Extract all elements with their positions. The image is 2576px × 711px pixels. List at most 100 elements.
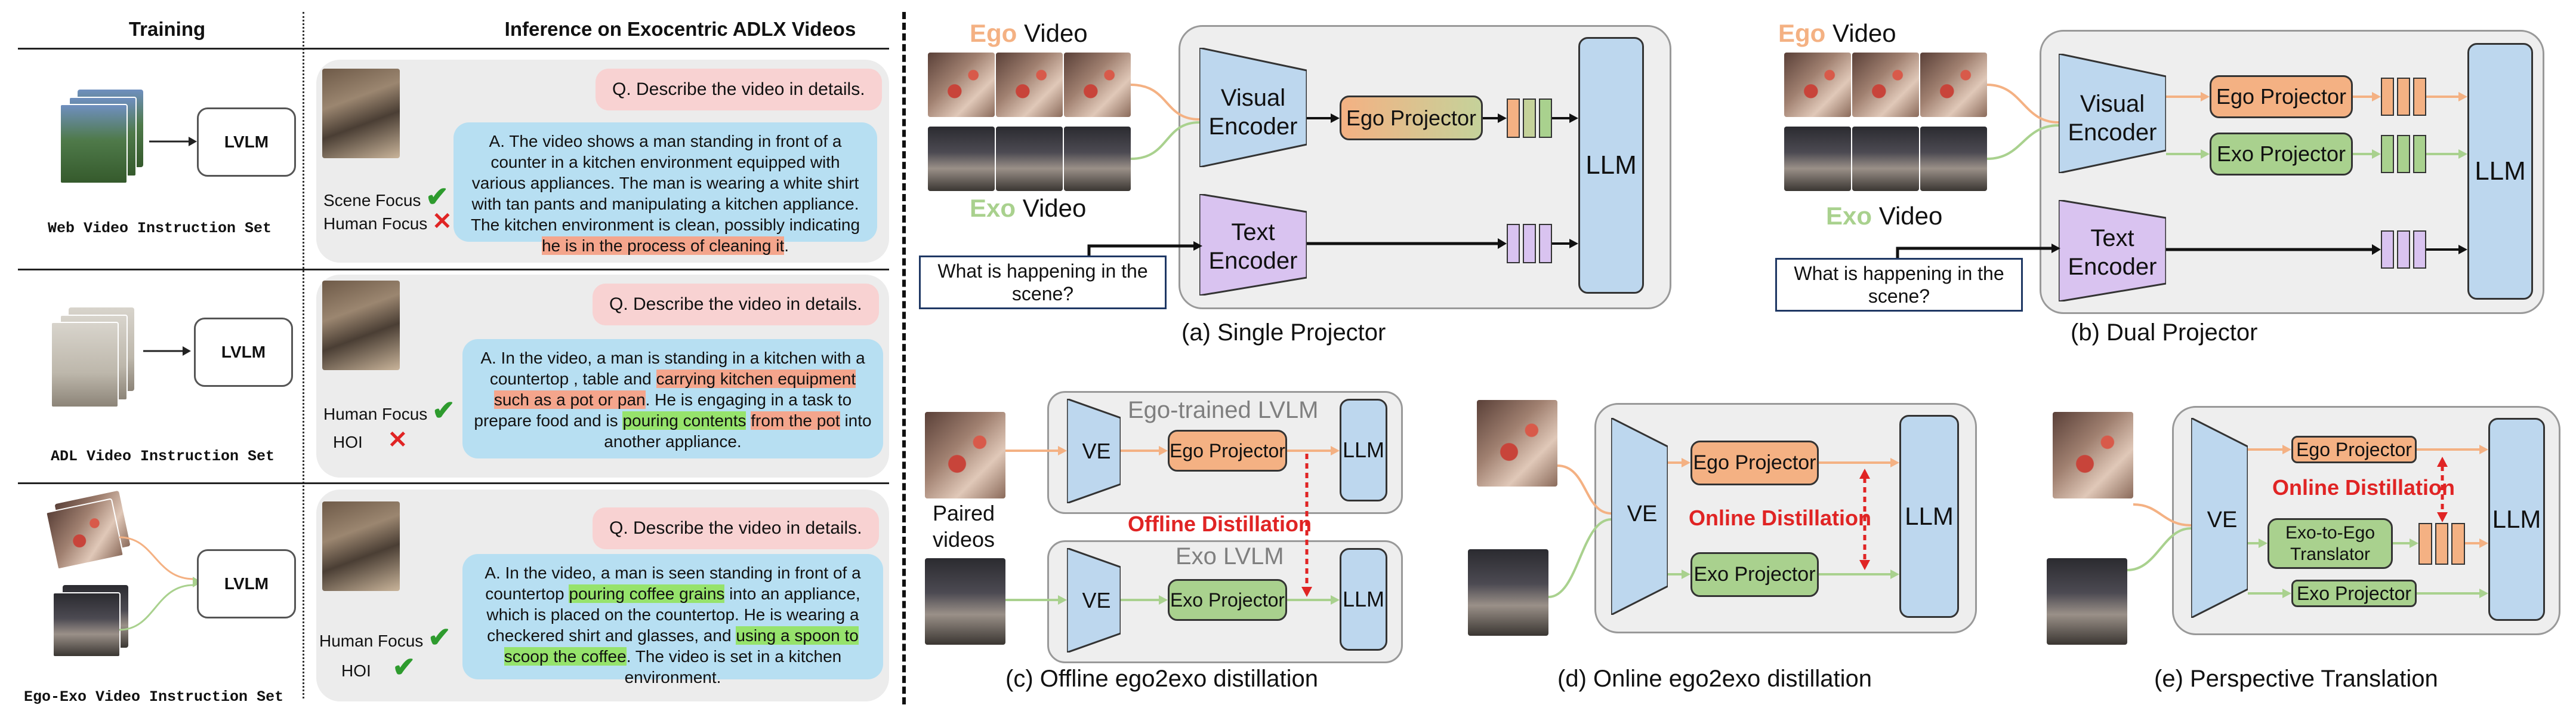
answer-segment: . He is engaging in a task to prepare fo… [474, 390, 852, 430]
answer-bubble-adl: A. In the video, a man is standing in a … [462, 339, 883, 458]
egoexo-set-label: Ego-Exo Video Instruction Set [24, 688, 284, 706]
llm-c-exo: LLM [1340, 548, 1387, 651]
answer-segment: . [784, 236, 789, 255]
ego-projector-d: Ego Projector [1690, 441, 1819, 485]
visual-encoder-b-label: Visual Encoder [2068, 91, 2157, 146]
video-word: Video [1016, 194, 1087, 222]
exo-projector-e: Exo Projector [2291, 580, 2417, 607]
focus-egoexo-2: HOI ✔ [341, 651, 415, 683]
caption-d: (d) Online ego2exo distillation [1557, 666, 1872, 692]
focus-egoexo-1: Human Focus ✔ [319, 621, 451, 653]
kitchen-frame-egoexo [322, 501, 400, 591]
llm-a: LLM [1578, 37, 1644, 294]
arrows-e [2127, 445, 2488, 598]
ve-c-ego [1067, 399, 1121, 503]
visual-encoder-b [2059, 54, 2166, 173]
video-word: Video [1825, 19, 1896, 47]
column-divider [303, 12, 304, 698]
check-icon: ✔ [425, 181, 449, 212]
focus-label: Human Focus [319, 632, 424, 650]
ve-c-ego-label: VE [1082, 439, 1111, 463]
video-word: Video [1017, 19, 1088, 47]
tokens-e [2418, 523, 2466, 565]
ego-trained-title: Ego-trained LVLM [1128, 397, 1319, 423]
inference-header: Inference on Exocentric ADLX Videos [504, 18, 856, 40]
check-icon: ✔ [432, 395, 455, 426]
answer-bubble-web: A. The video shows a man standing in fro… [454, 122, 877, 255]
ego-frame-c [925, 412, 1005, 498]
focus-adl-1: Human Focus ✔ [323, 394, 455, 426]
answer-highlight-red: from the pot [751, 411, 840, 430]
caption-e: (e) Perspective Translation [2154, 666, 2438, 692]
focus-web-2: Human Focus ✕ [323, 208, 452, 235]
exo-projector-c: Exo Projector [1168, 579, 1287, 621]
text-encoder-a [1199, 194, 1307, 296]
check-icon: ✔ [428, 621, 451, 652]
web-video-thumb-1 [60, 104, 128, 184]
cross-icon: ✕ [387, 427, 408, 453]
exo-thumb-front [53, 592, 121, 657]
offline-distillation-label: Offline Distillation [1128, 512, 1312, 536]
ego-video-label-a: Ego Video [970, 19, 1088, 48]
answer-segment: A. The video shows a man standing in fro… [470, 132, 860, 234]
llm-e: LLM [2488, 418, 2545, 621]
exo-frame-d [1468, 549, 1548, 636]
row-rule-1 [18, 269, 889, 270]
llm-b: LLM [2467, 43, 2533, 300]
answer-segment: into another appliance. [604, 411, 872, 451]
tokens-a-1 [1507, 99, 1552, 138]
web-set-label: Web Video Instruction Set [48, 220, 272, 237]
tokens-b-text [2381, 230, 2426, 269]
exo-frame-b1 [1784, 127, 1851, 191]
text-encoder-b [2059, 200, 2166, 301]
question-bubble-web: Q. Describe the video in details. [596, 69, 882, 110]
text-encoder-b-label: Text Encoder [2068, 225, 2157, 280]
arrow-web-to-lvlm [149, 137, 197, 146]
caption-a: (a) Single Projector [1181, 319, 1386, 346]
video-word: Video [1872, 202, 1943, 230]
ve-e [2191, 418, 2248, 618]
ego-word: Ego [1778, 19, 1826, 47]
focus-label: Scene Focus [323, 191, 421, 210]
exo-frame-b2 [1852, 127, 1919, 191]
ego-frame-d [1477, 400, 1557, 487]
tokens-b-exo [2381, 135, 2426, 173]
ego-frame-a2 [996, 53, 1063, 117]
online-distillation-label-d: Online Distillation [1689, 506, 1872, 530]
check-icon: ✔ [392, 651, 416, 682]
answer-segment: A. In the video, a man is standing in a … [480, 349, 865, 388]
answer-highlight-green: pouring contents [622, 411, 746, 430]
arrows-b [1987, 84, 2467, 255]
arrows-a [1131, 84, 1578, 249]
ego-projector-c: Ego Projector [1168, 430, 1287, 472]
exo-projector-b: Exo Projector [2210, 133, 2353, 176]
focus-label: Human Focus [323, 405, 428, 423]
ego-word: Ego [970, 19, 1017, 47]
ve-c-exo [1067, 548, 1121, 652]
cross-icon: ✕ [432, 208, 452, 235]
exo-projector-d: Exo Projector [1690, 552, 1819, 597]
answer-highlight-green: pouring coffee grains [569, 584, 725, 603]
ve-d-label: VE [1627, 501, 1658, 527]
ve-d [1611, 418, 1668, 615]
lvlm-box-web: LVLM [197, 107, 296, 177]
kitchen-frame-web [322, 69, 400, 158]
visual-encoder-a [1199, 48, 1307, 167]
exo-video-label-b: Exo Video [1826, 202, 1942, 230]
ego-frame-b1 [1784, 53, 1851, 117]
answer-segment: A. In the video, a man is seen standing … [485, 564, 861, 603]
ego-projector-b: Ego Projector [2210, 75, 2353, 118]
tokens-a-2 [1507, 224, 1552, 263]
kitchen-frame-adl [322, 281, 400, 370]
caption-b: (b) Dual Projector [2071, 319, 2258, 346]
question-bubble-adl: Q. Describe the video in details. [593, 284, 879, 325]
adl-video-thumb-1 [51, 322, 119, 408]
online-distillation-label-e: Online Distillation [2272, 475, 2455, 500]
header-rule [18, 48, 889, 50]
arrows-d [1548, 458, 1899, 598]
ve-e-label: VE [2207, 507, 2238, 533]
text-encoder-a-label: Text Encoder [1208, 219, 1298, 274]
training-header: Training [128, 18, 206, 40]
exo-word: Exo [1826, 202, 1872, 230]
ego-video-label-b: Ego Video [1778, 19, 1896, 48]
